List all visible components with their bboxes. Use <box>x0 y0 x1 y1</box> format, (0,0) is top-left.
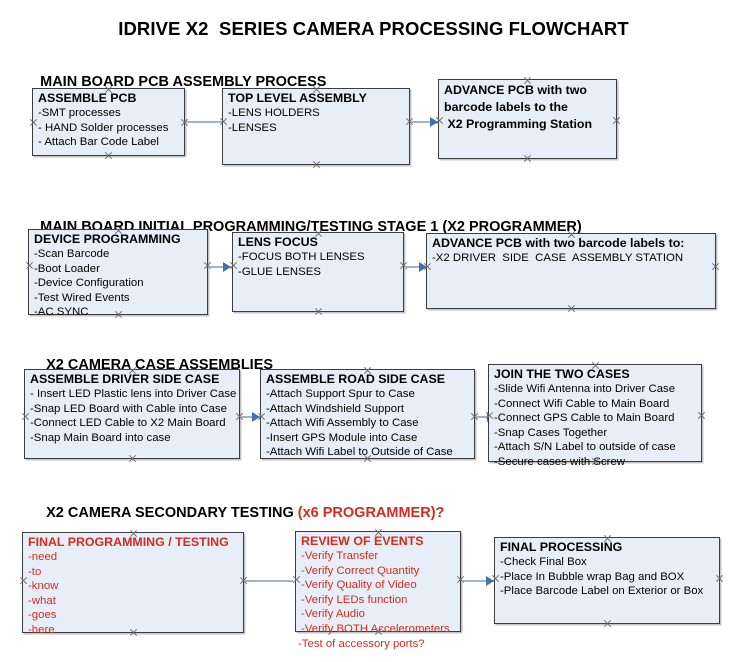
node-line: -SMT processes <box>38 107 121 119</box>
arrowhead-3-1 <box>252 412 260 422</box>
connector-2-1 <box>209 266 234 268</box>
connector-1-2 <box>411 121 441 123</box>
node-title: ADVANCE PCB with two barcode labels to: <box>432 236 685 250</box>
node-line: -goes <box>28 609 57 622</box>
node-line: -Insert GPS Module into Case <box>266 431 418 444</box>
node-line: -Slide Wifi Antenna into Driver Case <box>494 383 676 395</box>
connector-1-1 <box>186 121 231 123</box>
connector-4-2 <box>462 580 496 582</box>
node-line: -Scan Barcode <box>34 248 110 260</box>
section-heading-1: MAIN BOARD PCB ASSEMBLY PROCESS <box>24 58 326 106</box>
node-line: -Attach Wifi Label to Outside of Case <box>266 446 453 459</box>
node-advance-pcb-to-driver-side-case[interactable]: ADVANCE PCB with two barcode labels to: … <box>426 233 716 309</box>
node-line: -need <box>28 551 58 563</box>
node-line: -Verify Audio <box>301 608 365 621</box>
node-device-programming[interactable]: DEVICE PROGRAMMING -Scan Barcode -Boot L… <box>25 229 208 318</box>
connector-4-1 <box>245 580 293 582</box>
node-line: -Attach Windshield Support <box>266 402 405 415</box>
node-line: -LENSES <box>228 121 277 134</box>
node-final-processing[interactable]: FINAL PROCESSING -Check Final Box -Place… <box>494 537 720 624</box>
node-line: -Attach Support Spur to Case <box>266 388 415 400</box>
node-line: -Place Barcode Label on Exterior or Box <box>500 585 704 598</box>
node-line: -Check Final Box <box>500 556 587 568</box>
connection-handle-bottom[interactable] <box>567 304 576 313</box>
section-heading-4-text: X2 CAMERA SECONDARY TESTING <box>46 505 298 521</box>
node-line: -Connect GPS Cable to Main Board <box>494 412 675 425</box>
node-line: -X2 DRIVER SIDE CASE ASSEMBLY STATION <box>432 252 684 264</box>
node-join-the-two-cases[interactable]: JOIN THE TWO CASES -Slide Wifi Antenna i… <box>488 364 702 468</box>
node-assemble-road-side-case[interactable]: ASSEMBLE ROAD SIDE CASE -Attach Support … <box>260 369 475 459</box>
node-line: - Attach Bar Code Label <box>38 136 159 149</box>
node-line: -FOCUS BOTH LENSES <box>238 251 365 263</box>
node-line: -Verify LEDs function <box>301 593 408 606</box>
node-line: -Attach Wifi Assembly to Case <box>266 417 419 430</box>
node-final-programming-testing[interactable]: FINAL PROGRAMMING / TESTING -need -to -k… <box>19 532 244 636</box>
node-title: ADVANCE PCB with two barcode labels to t… <box>444 83 593 131</box>
node-line: -GLUE LENSES <box>238 265 321 278</box>
node-line-overflow: -Test of accessory ports? <box>298 637 425 650</box>
connection-handle-left[interactable] <box>19 576 28 585</box>
node-line: -Snap Main Board into case <box>30 431 171 444</box>
section-heading-1-text: MAIN BOARD PCB ASSEMBLY PROCESS <box>40 74 327 90</box>
connection-handle-left[interactable] <box>21 412 30 421</box>
node-line: -Device Configuration <box>34 277 144 290</box>
node-line: -know <box>28 580 59 593</box>
node-title: DEVICE PROGRAMMING <box>34 232 181 246</box>
connection-handle-bottom[interactable] <box>104 151 113 160</box>
node-line: - HAND Solder processes <box>38 121 169 134</box>
node-advance-pcb-to-programming-station[interactable]: ADVANCE PCB with two barcode labels to t… <box>438 79 617 159</box>
node-line: -Verify Quality of Video <box>301 579 417 592</box>
node-line: -Verify Correct Quantity <box>301 564 420 577</box>
connector-2-2 <box>405 266 430 268</box>
node-assemble-driver-side-case[interactable]: ASSEMBLE DRIVER SIDE CASE - Insert LED P… <box>24 369 240 459</box>
node-line: -Snap Cases Together <box>494 426 608 439</box>
section-heading-4-accent: (x6 PROGRAMMER)? <box>297 505 445 521</box>
page-title: IDRIVE X2 SERIES CAMERA PROCESSING FLOWC… <box>118 18 629 39</box>
node-line: - Insert LED Plastic lens into Driver Ca… <box>30 388 237 400</box>
node-line: -Connect LED Cable to X2 Main Board <box>30 417 226 430</box>
connection-handle-bottom[interactable] <box>523 154 532 163</box>
node-title: JOIN THE TWO CASES <box>494 367 630 381</box>
node-top-level-assembly[interactable]: TOP LEVEL ASSEMBLY -LENS HOLDERS -LENSES <box>222 88 410 165</box>
node-line: -AC SYNC <box>34 306 89 319</box>
node-title: ASSEMBLE ROAD SIDE CASE <box>266 372 445 386</box>
node-line: -Snap LED Board with Cable into Case <box>30 402 227 415</box>
node-title: TOP LEVEL ASSEMBLY <box>228 91 367 105</box>
arrowhead-2-2 <box>419 262 427 272</box>
node-title: ASSEMBLE DRIVER SIDE CASE <box>30 372 220 386</box>
arrowhead-4-2 <box>486 576 494 586</box>
section-heading-4: X2 CAMERA SECONDARY TESTING (x6 PROGRAMM… <box>30 489 444 537</box>
arrowhead-1-2 <box>430 117 438 127</box>
connection-handle-left[interactable] <box>29 118 38 127</box>
node-title: FINAL PROGRAMMING / TESTING <box>28 535 229 549</box>
connection-handle-bottom[interactable] <box>314 307 323 316</box>
node-line: -here <box>28 623 55 636</box>
node-line: -Verify Transfer <box>301 550 379 562</box>
connection-handle-bottom[interactable] <box>128 454 137 463</box>
node-line: -Boot Loader <box>34 262 100 275</box>
node-line: -Secure cases with Screw <box>494 455 626 468</box>
node-line: -Attach S/N Label to outside of case <box>494 441 676 454</box>
connection-handle-bottom[interactable] <box>603 619 612 628</box>
node-review-of-events[interactable]: REVIEW OF EVENTS -Verify Transfer -Verif… <box>295 531 461 650</box>
connection-handle-bottom[interactable] <box>312 160 321 169</box>
node-line: -Place In Bubble wrap Bag and BOX <box>500 570 685 583</box>
node-line: -to <box>28 565 42 578</box>
node-lens-focus[interactable]: LENS FOCUS -FOCUS BOTH LENSES -GLUE LENS… <box>232 232 404 312</box>
node-line: -LENS HOLDERS <box>228 107 320 119</box>
node-line: -Test Wired Events <box>34 291 130 304</box>
node-line: -Connect Wifi Cable to Main Board <box>494 397 670 410</box>
arrowhead-2-1 <box>223 262 231 272</box>
node-assemble-pcb[interactable]: ASSEMBLE PCB -SMT processes - HAND Solde… <box>32 88 185 156</box>
node-line: -Verify BOTH Accelerometers <box>301 622 450 635</box>
node-title: FINAL PROCESSING <box>500 540 623 554</box>
node-title: REVIEW OF EVENTS <box>301 534 424 548</box>
node-line: -what <box>28 594 56 607</box>
connection-handle-left[interactable] <box>25 261 34 270</box>
node-title: LENS FOCUS <box>238 235 318 249</box>
node-title: ASSEMBLE PCB <box>38 91 137 105</box>
